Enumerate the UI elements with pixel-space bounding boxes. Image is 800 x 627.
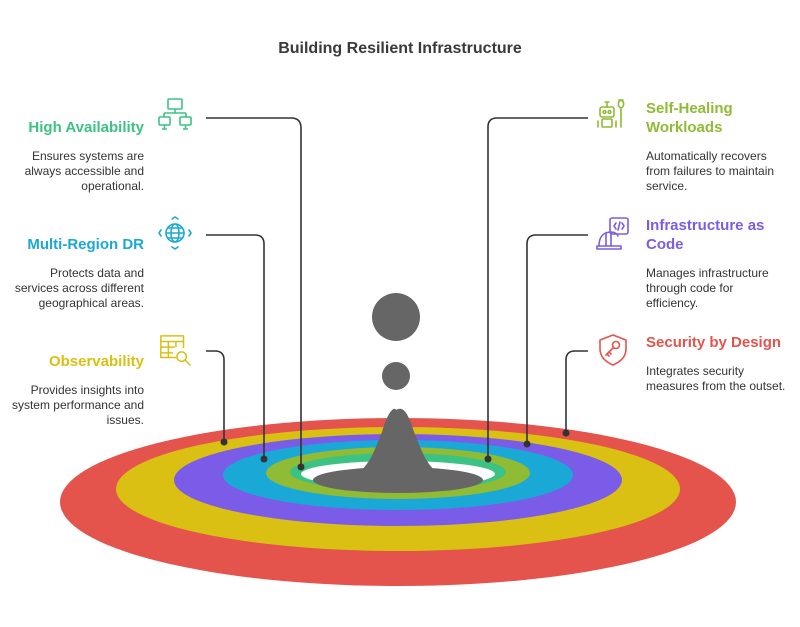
shield-key-icon	[599, 334, 627, 366]
connector-high-availability	[206, 117, 302, 467]
globe-arrows-icon	[158, 216, 192, 250]
connector-multi-region-dr	[206, 234, 265, 459]
title-multi-region-dr: Multi-Region DR	[27, 236, 144, 253]
connector-dot-multi-region-dr	[260, 455, 268, 463]
title-self-healing: Self-Healing Workloads	[646, 100, 733, 136]
title-security-design: Security by Design	[646, 334, 782, 351]
title-infrastructure-code: Infrastructure as Code	[646, 217, 765, 253]
block-observability: Observability Provides insights into sys…	[4, 352, 144, 428]
connector-self-healing	[487, 117, 588, 459]
desc-high-availability: Ensures systems are always accessible an…	[24, 149, 144, 193]
network-computers-icon	[158, 98, 192, 130]
connector-dot-high-availability	[297, 463, 305, 471]
connector-dot-observability	[220, 438, 228, 446]
connector-dot-infrastructure-code	[523, 440, 531, 448]
title-observability: Observability	[48, 353, 144, 370]
code-helmet-icon	[596, 217, 629, 250]
diagram-title: Building Resilient Infrastructure	[278, 40, 522, 57]
splash-peak	[338, 408, 458, 480]
desc-self-healing: Automatically recovers from failures to …	[646, 149, 775, 193]
connector-observability	[206, 350, 225, 442]
block-infrastructure-code: Infrastructure as Code Manages infrastru…	[646, 216, 786, 311]
connector-dot-self-healing	[484, 455, 492, 463]
desc-observability: Provides insights into system performanc…	[11, 383, 144, 427]
block-self-healing: Self-Healing Workloads Automatically rec…	[646, 99, 786, 194]
desc-security-design: Integrates security measures from the ou…	[646, 364, 786, 393]
connector-security-design	[565, 350, 588, 433]
block-security-design: Security by Design Integrates security m…	[646, 333, 786, 394]
block-high-availability: High Availability Ensures systems are al…	[4, 118, 144, 194]
droplet-large	[372, 293, 420, 341]
table-magnifier-icon	[160, 335, 191, 366]
connector-dot-security-design	[562, 429, 570, 437]
connector-infrastructure-code	[526, 234, 588, 444]
desc-infrastructure-code: Manages infrastructure through code for …	[646, 266, 769, 310]
title-high-availability: High Availability	[28, 119, 144, 136]
block-multi-region-dr: Multi-Region DR Protects data and servic…	[4, 235, 144, 311]
desc-multi-region-dr: Protects data and services across differ…	[14, 266, 144, 310]
droplet-small	[382, 362, 410, 390]
robot-wrench-icon	[597, 99, 625, 128]
